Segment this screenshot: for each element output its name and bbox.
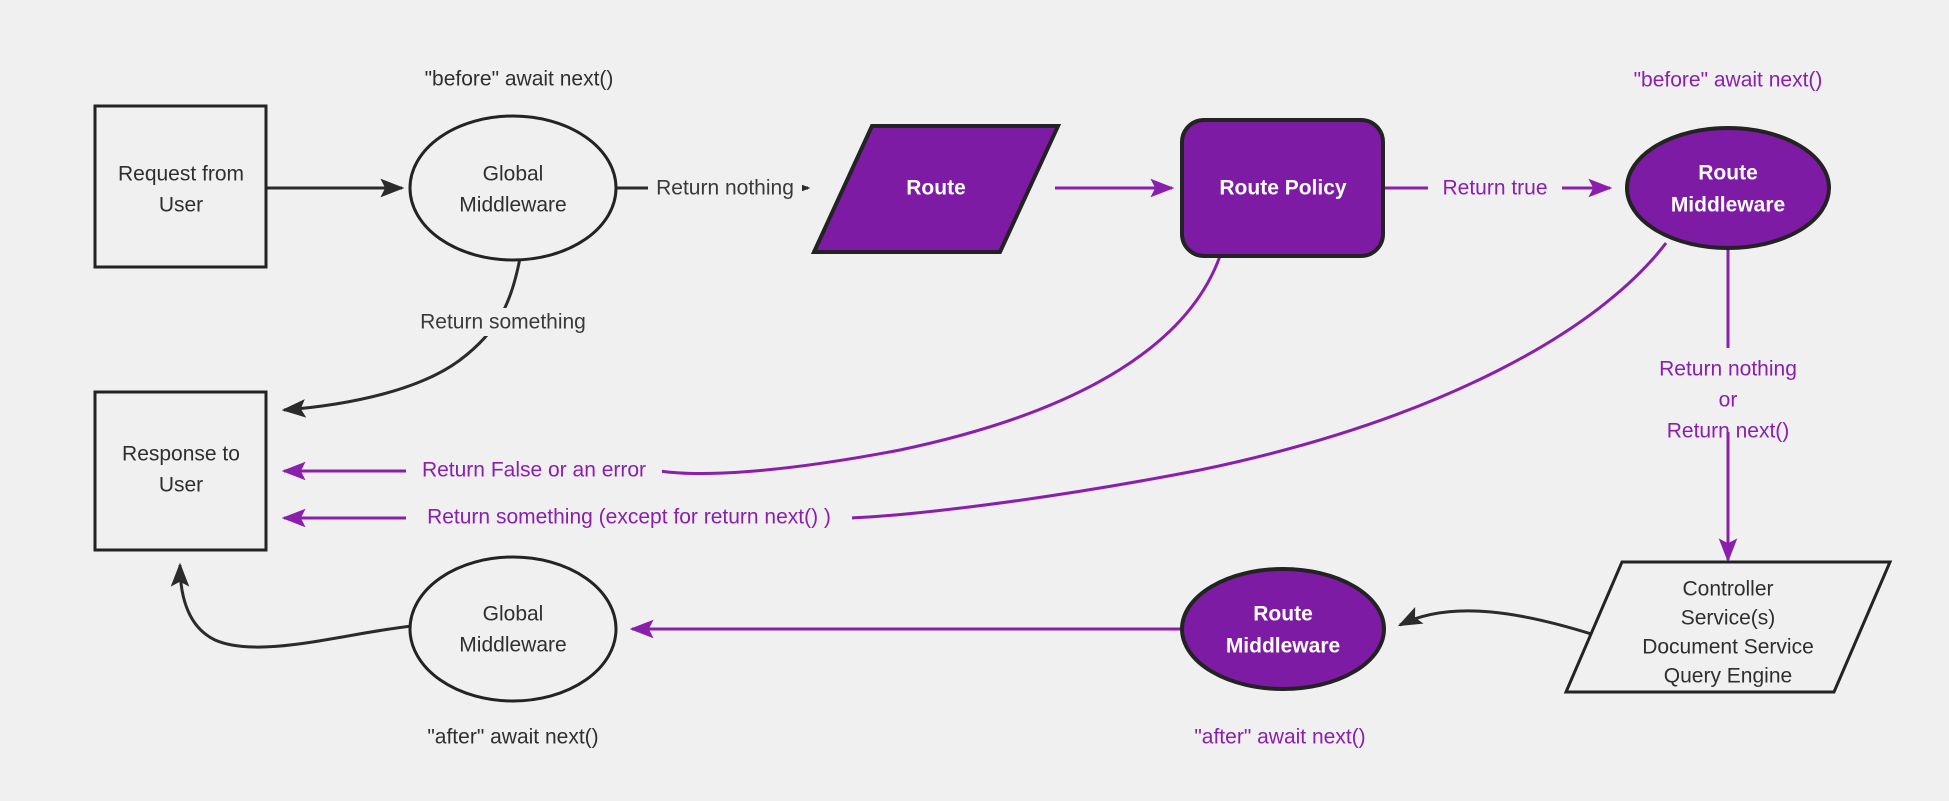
route-middleware-top-label-line2: Middleware	[1671, 194, 1785, 217]
controller-label-line4: Query Engine	[1664, 665, 1792, 688]
route-parallelogram	[810, 124, 1062, 254]
controller-label-line1: Controller	[1682, 578, 1773, 601]
global-middleware-bottom-ellipse	[408, 555, 618, 703]
controller-label-line2: Service(s)	[1681, 607, 1776, 630]
edge-label-return-true: Return true	[1442, 177, 1547, 200]
annotation-before-await-next-global: "before" await next()	[425, 68, 614, 91]
node-route-middleware-bottom[interactable]: Route Middleware	[1180, 567, 1386, 691]
node-response-to-user[interactable]: Response to User	[93, 390, 268, 552]
node-global-middleware-top[interactable]: Global Middleware	[408, 114, 618, 262]
edge-route-middleware-to-response-curve	[849, 242, 1668, 520]
edge-label-return-nothing: Return nothing	[656, 177, 794, 200]
edge-label-return-something-except-next: Return something (except for return next…	[427, 506, 831, 529]
controller-label-line3: Document Service	[1642, 636, 1814, 659]
route-middleware-bottom-label-line1: Route	[1253, 603, 1313, 626]
edge-label-return-something: Return something	[420, 311, 586, 334]
annotation-after-await-next-global: "after" await next()	[427, 726, 598, 749]
edge-controller-to-route-middleware-bottom	[1397, 607, 1611, 642]
annotation-after-await-next-route: "after" await next()	[1194, 726, 1365, 749]
controller-parallelogram	[1563, 560, 1893, 694]
edge-route-policy-to-response-curve	[659, 255, 1222, 475]
global-middleware-bottom-label-line1: Global	[483, 603, 544, 626]
node-controller[interactable]: Controller Service(s) Document Service Q…	[1563, 560, 1893, 694]
request-from-user-label-line1: Request from	[118, 163, 244, 186]
return-false-or-error-label-bg	[406, 457, 662, 485]
node-route[interactable]: Route	[810, 124, 1062, 254]
route-policy-label: Route Policy	[1219, 177, 1347, 200]
node-route-middleware-top[interactable]: Route Middleware	[1625, 126, 1831, 250]
response-to-user-label-line2: User	[159, 474, 203, 497]
response-to-user-label-line1: Response to	[122, 443, 240, 466]
edge-global-middleware-to-response	[281, 257, 522, 418]
return-nothing-or-next-label-bg	[1640, 348, 1820, 432]
request-from-user-label-line2: User	[159, 194, 203, 217]
return-nothing-label-bg	[648, 174, 802, 202]
global-middleware-bottom-label-line2: Middleware	[459, 634, 566, 657]
annotation-before-await-next-route: "before" await next()	[1634, 69, 1823, 92]
response-to-user-box	[93, 390, 268, 552]
route-middleware-top-label-line1: Route	[1698, 162, 1758, 185]
global-middleware-top-label-line2: Middleware	[459, 194, 566, 217]
route-middleware-bottom-label-line2: Middleware	[1226, 635, 1340, 658]
global-middleware-top-label-line1: Global	[483, 163, 544, 186]
edge-label-return-nothing-or-next-line1: Return nothing	[1659, 358, 1797, 381]
route-label: Route	[906, 177, 966, 200]
edge-label-return-nothing-or-next-line2: or	[1719, 389, 1738, 412]
node-request-from-user[interactable]: Request from User	[93, 104, 268, 269]
edge-label-return-nothing-or-next-line3: Return next()	[1667, 420, 1790, 443]
return-something-label-bg	[410, 308, 596, 336]
route-policy-box	[1180, 118, 1385, 258]
global-middleware-top-ellipse	[408, 114, 618, 262]
route-middleware-top-ellipse	[1625, 126, 1831, 250]
request-from-user-box	[93, 104, 268, 269]
node-global-middleware-bottom[interactable]: Global Middleware	[408, 555, 618, 703]
return-true-label-bg	[1428, 174, 1562, 202]
return-something-except-next-label-bg	[406, 504, 852, 532]
node-route-policy[interactable]: Route Policy	[1180, 118, 1385, 258]
route-middleware-bottom-ellipse	[1180, 567, 1386, 691]
edge-global-middleware-bottom-to-response	[170, 562, 414, 649]
edge-label-return-false-or-error: Return False or an error	[422, 459, 646, 482]
